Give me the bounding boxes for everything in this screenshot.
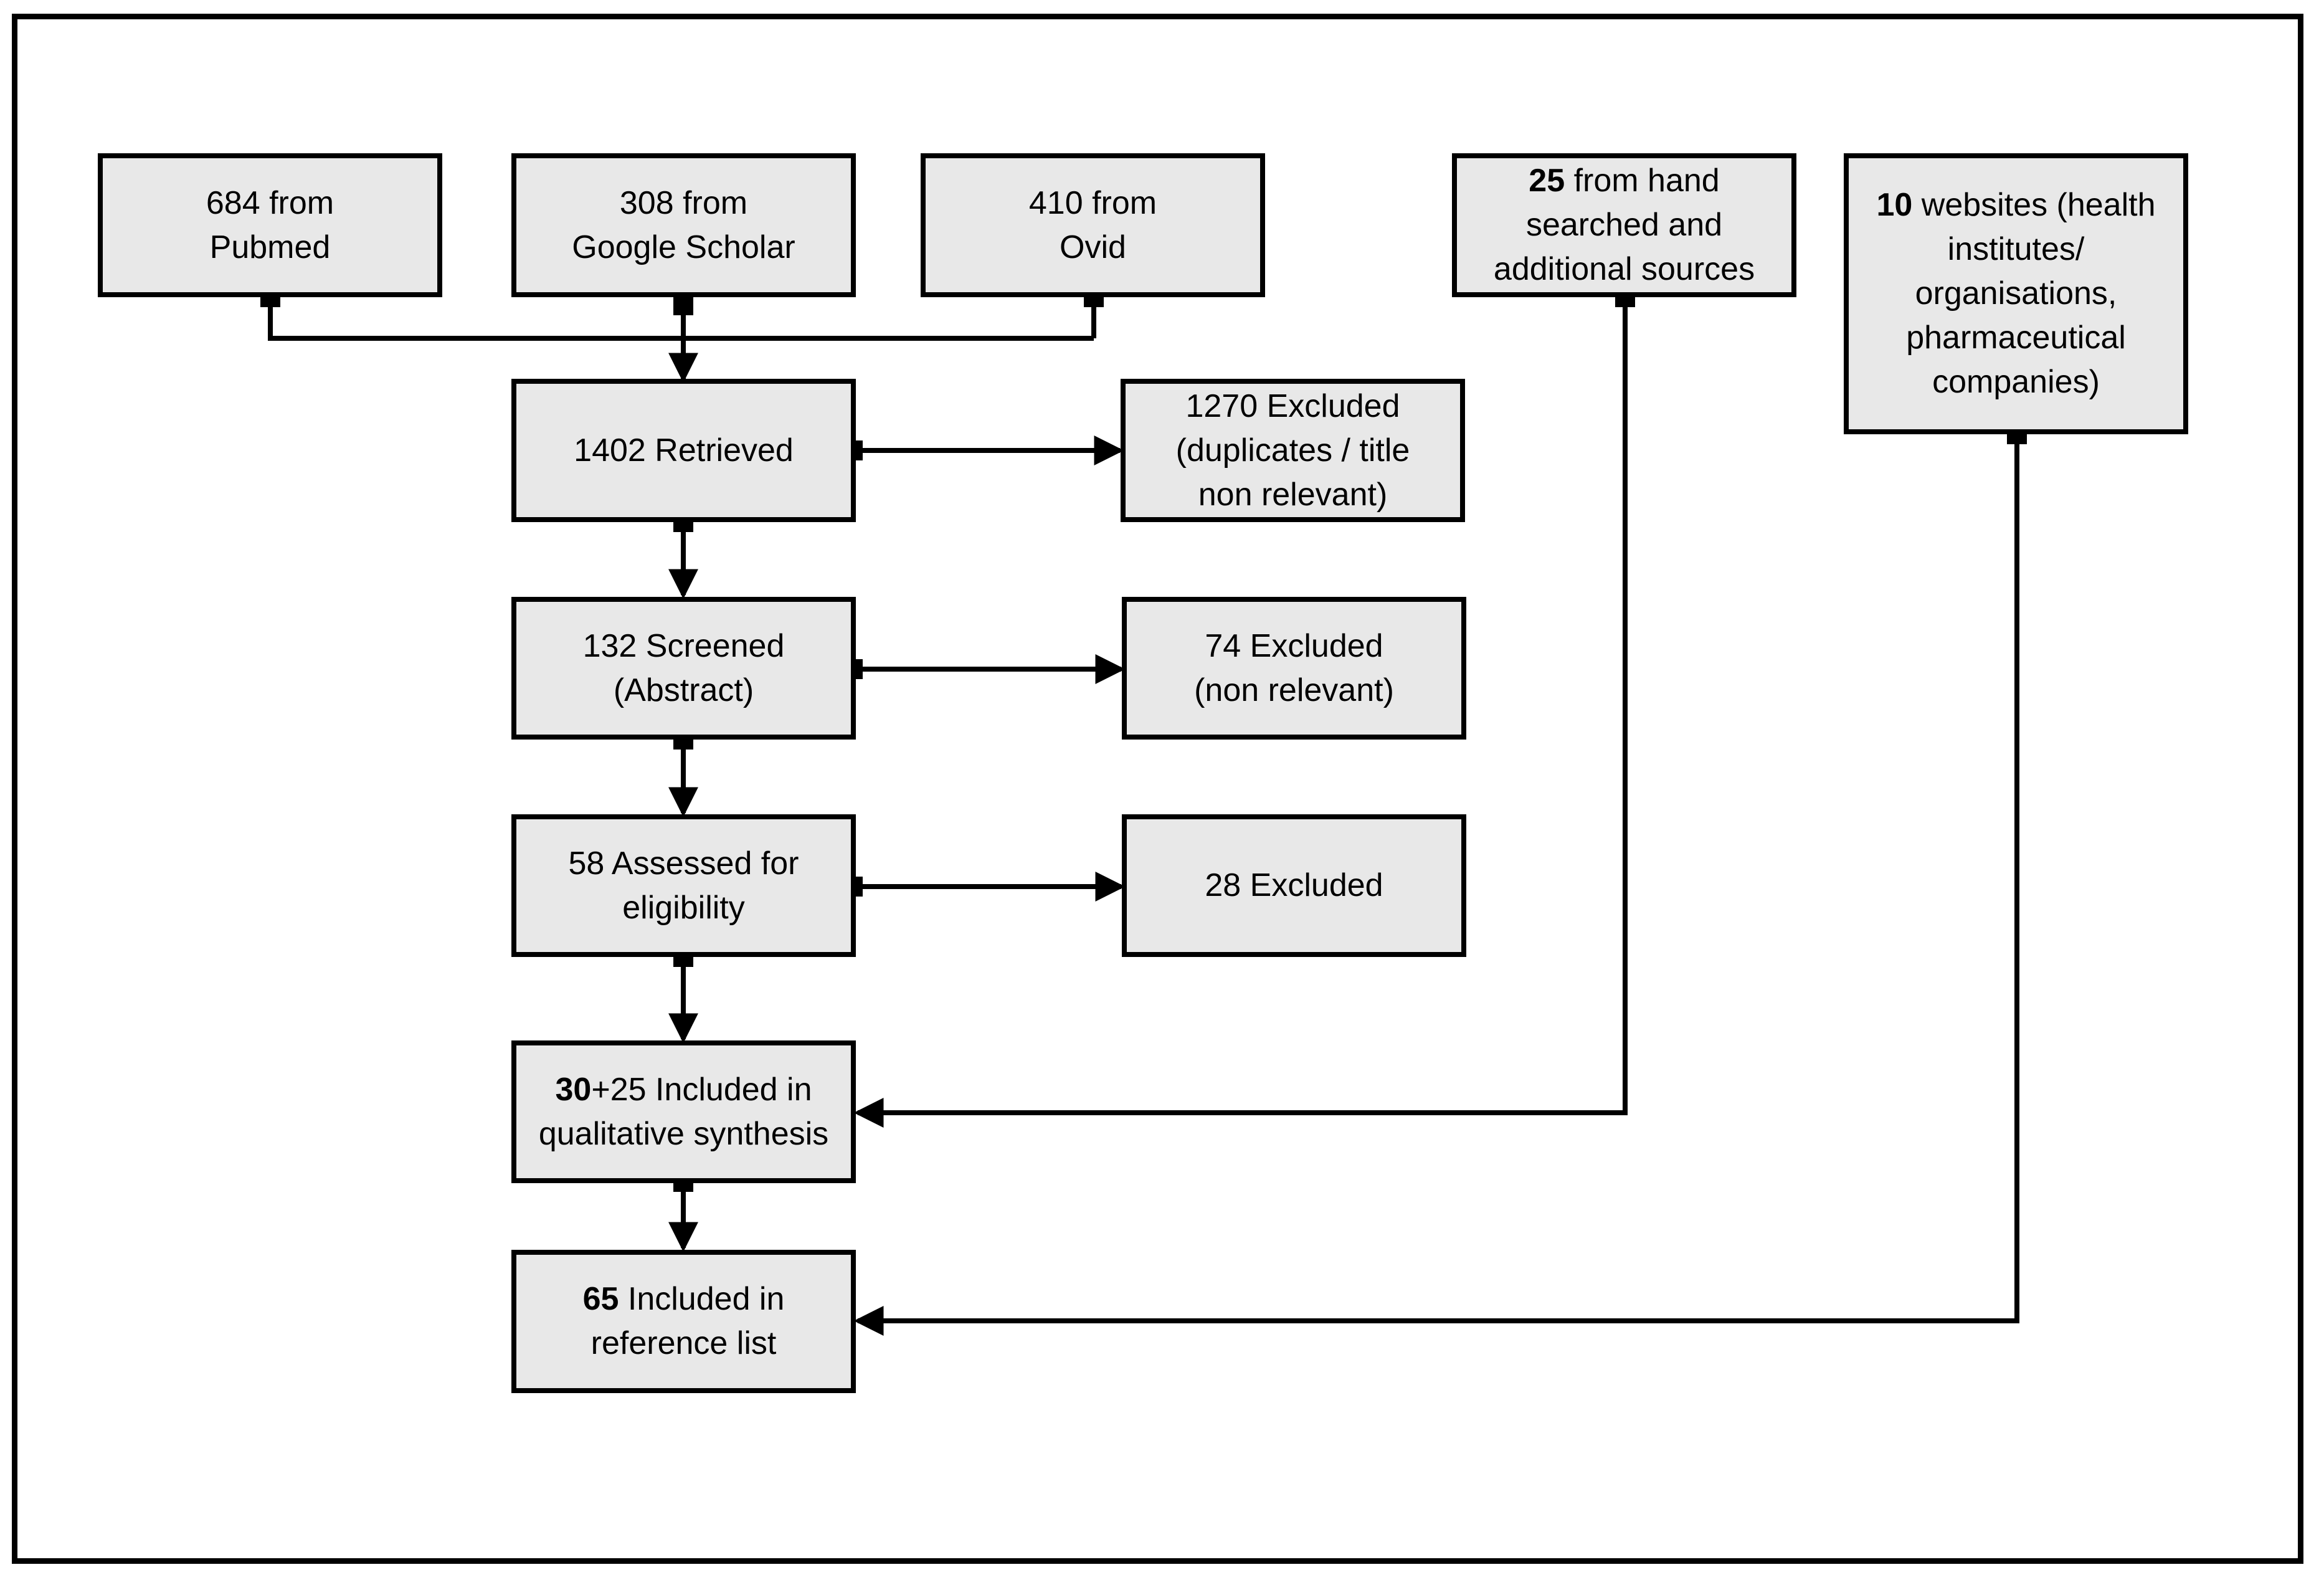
step-retrieved-box: 1402 Retrieved [511,379,856,522]
arrow-websites-to-reference [853,434,2019,1336]
source-websites-line-2: institutes/ [1947,231,2085,267]
source-ovid-line-2: Ovid [1060,229,1126,265]
source-websites-line-3: organisations, [1915,275,2117,312]
source-hand-searched-line-3: additional sources [1493,251,1755,287]
exclusion-screened-box: 74 Excluded (non relevant) [1122,597,1466,740]
source-google-scholar-line-1: 308 from [619,184,748,221]
figure-frame [12,14,2303,1564]
source-pubmed-line-1: 684 from [206,184,334,221]
step-retrieved-line-1: 1402 Retrieved [574,432,794,469]
connector-pubmed-to-merge [268,297,1094,341]
step-screened-line-2: (Abstract) [613,672,754,708]
step-included-qualitative-box: 30+25 Included in qualitative synthesis [511,1040,856,1183]
source-websites-box: 10 websites (health institutes/ organisa… [1844,153,2188,434]
source-hand-searched-rest: from hand [1565,163,1720,199]
source-websites-count: 10 [1876,187,1913,223]
step-assessed-box: 58 Assessed for eligibility [511,814,856,957]
source-ovid-box: 410 from Ovid [921,153,1265,297]
source-websites-rest: websites (health [1912,187,2156,223]
step-included-reference-count: 65 [582,1281,619,1317]
source-hand-searched-line-1: 25 from hand [1529,159,1719,203]
source-pubmed-box: 684 from Pubmed [98,153,442,297]
source-websites-line-5: companies) [1932,364,2100,400]
arrow-hand-searched-to-included [853,297,1628,1128]
step-included-reference-line-1: 65 Included in [583,1277,785,1321]
step-assessed-line-1: 58 Assessed for [568,845,799,882]
source-websites-line-1: 10 websites (health [1876,183,2155,227]
step-included-qualitative-line-1: 30+25 Included in [555,1068,812,1112]
step-assessed-line-2: eligibility [622,889,745,926]
exclusion-retrieved-line-1: 1270 Excluded [1185,388,1400,424]
step-included-qualitative-line-2: qualitative synthesis [538,1115,829,1152]
step-included-reference-box: 65 Included in reference list [511,1250,856,1393]
exclusion-retrieved-line-2: (duplicates / title [1175,432,1410,469]
step-included-reference-rest: Included in [619,1281,785,1317]
exclusion-retrieved-line-3: non relevant) [1198,476,1388,513]
step-included-qualitative-rest: +25 Included in [591,1071,812,1108]
source-google-scholar-line-2: Google Scholar [572,229,795,265]
connector-anchor [673,295,693,315]
exclusion-retrieved-box: 1270 Excluded (duplicates / title non re… [1121,379,1465,522]
step-screened-box: 132 Screened (Abstract) [511,597,856,740]
exclusion-screened-line-1: 74 Excluded [1205,627,1383,664]
source-hand-searched-count: 25 [1529,163,1565,199]
step-included-reference-line-2: reference list [590,1325,777,1361]
step-included-qualitative-count: 30 [555,1071,592,1108]
exclusion-assessed-line-1: 28 Excluded [1205,867,1383,903]
source-hand-searched-box: 25 from hand searched and additional sou… [1452,153,1796,297]
source-ovid-line-1: 410 from [1028,184,1157,221]
exclusion-assessed-box: 28 Excluded [1122,814,1466,957]
exclusion-screened-line-2: (non relevant) [1194,672,1394,708]
source-hand-searched-line-2: searched and [1525,207,1723,243]
source-google-scholar-box: 308 from Google Scholar [511,153,856,297]
source-websites-line-4: pharmaceutical [1906,320,2126,356]
step-screened-line-1: 132 Screened [582,627,785,664]
source-pubmed-line-2: Pubmed [209,229,331,265]
